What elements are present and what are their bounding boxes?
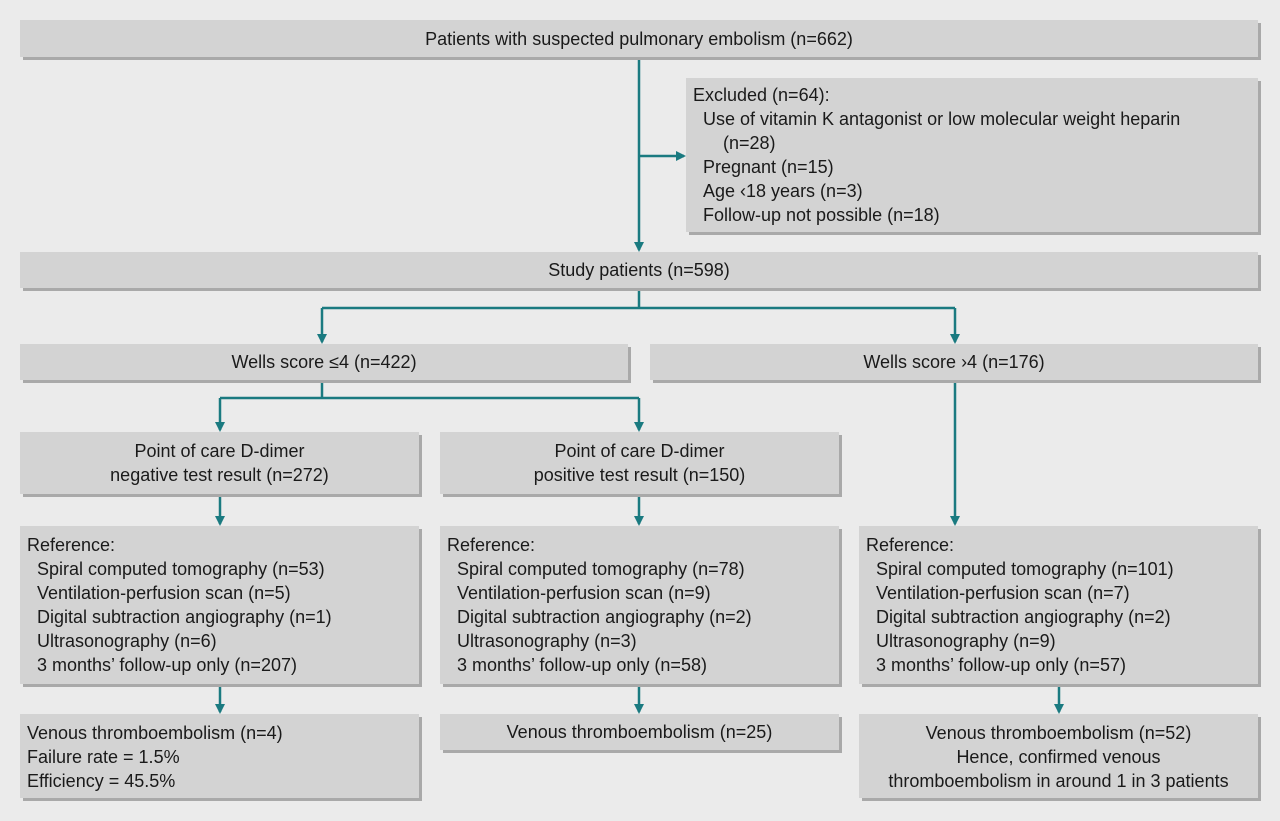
- ref-left-item: Digital subtraction angiography (n=1): [37, 607, 332, 627]
- excluded-title: Excluded (n=64):: [693, 85, 830, 105]
- vte-right-line3: thromboembolism in around 1 in 3 patient…: [888, 771, 1229, 791]
- excluded-item-pregnant: Pregnant (n=15): [703, 157, 834, 177]
- dd-neg-line2: negative test result (n=272): [110, 465, 329, 485]
- ref-left-title: Reference:: [27, 535, 116, 555]
- suspected-pe-label: Patients with suspected pulmonary emboli…: [425, 29, 853, 49]
- box-wells-low: Wells score ≤4 (n=422): [20, 344, 628, 380]
- ref-left-item: Ultrasonography (n=6): [37, 631, 217, 651]
- ref-right-title: Reference:: [866, 535, 955, 555]
- box-vte-mid: Venous thromboembolism (n=25): [440, 714, 839, 750]
- ref-right-item: Ultrasonography (n=9): [876, 631, 1056, 651]
- box-suspected-pe: Patients with suspected pulmonary emboli…: [20, 20, 1258, 57]
- ref-right-item: Digital subtraction angiography (n=2): [876, 607, 1171, 627]
- dd-pos-line2: positive test result (n=150): [533, 465, 746, 485]
- ref-right-item: Ventilation-perfusion scan (n=7): [876, 583, 1130, 603]
- box-reference-right: Reference: Spiral computed tomography (n…: [859, 526, 1258, 684]
- vte-left-line1: Venous thromboembolism (n=4): [27, 723, 283, 743]
- ref-mid-item: Spiral computed tomography (n=78): [457, 559, 745, 579]
- excluded-item-age: Age ​‹18 years (n=3): [703, 181, 863, 201]
- excluded-item-followup: Follow-up not possible (n=18): [703, 205, 940, 225]
- box-ddimer-negative: Point of care D-dimer negative test resu…: [20, 432, 419, 494]
- wells-high-label: Wells score ›4 (n=176): [863, 352, 1045, 372]
- box-wells-high: Wells score ›4 (n=176): [650, 344, 1258, 380]
- box-ddimer-positive: Point of care D-dimer positive test resu…: [440, 432, 839, 494]
- ref-mid-item: Ultrasonography (n=3): [457, 631, 637, 651]
- box-study-patients: Study patients (n=598): [20, 252, 1258, 288]
- box-excluded: Excluded (n=64): Use of vitamin K antago…: [686, 78, 1258, 232]
- ref-mid-item: Ventilation-perfusion scan (n=9): [457, 583, 711, 603]
- ref-left-item: 3 months’ follow-up only (n=207): [37, 655, 297, 675]
- ref-mid-title: Reference:: [447, 535, 536, 555]
- wells-low-label: Wells score ≤4 (n=422): [231, 352, 417, 372]
- dd-pos-line1: Point of care D-dimer: [554, 441, 725, 461]
- vte-right-line2: Hence, confirmed venous: [956, 747, 1161, 767]
- excluded-item-vka-heparin-count: (n=28): [723, 133, 776, 153]
- excluded-item-vka-heparin: Use of vitamin K antagonist or low molec…: [703, 109, 1181, 129]
- ref-right-item: Spiral computed tomography (n=101): [876, 559, 1174, 579]
- ref-right-item: 3 months’ follow-up only (n=57): [876, 655, 1126, 675]
- vte-right-line1: Venous thromboembolism (n=52): [925, 723, 1192, 743]
- vte-mid-label: Venous thromboembolism (n=25): [506, 722, 773, 742]
- ref-left-item: Spiral computed tomography (n=53): [37, 559, 325, 579]
- vte-left-efficiency: Efficiency = 45.5%: [27, 771, 176, 791]
- vte-left-failure-rate: Failure rate = 1.5%: [27, 747, 180, 767]
- ref-left-item: Ventilation-perfusion scan (n=5): [37, 583, 291, 603]
- ref-mid-item: Digital subtraction angiography (n=2): [457, 607, 752, 627]
- box-reference-left: Reference: Spiral computed tomography (n…: [20, 526, 419, 684]
- box-vte-left: Venous thromboembolism (n=4) Failure rat…: [20, 714, 419, 798]
- box-reference-mid: Reference: Spiral computed tomography (n…: [440, 526, 839, 684]
- dd-neg-line1: Point of care D-dimer: [134, 441, 305, 461]
- ref-mid-item: 3 months’ follow-up only (n=58): [457, 655, 707, 675]
- study-patients-label: Study patients (n=598): [548, 260, 730, 280]
- box-vte-right: Venous thromboembolism (n=52) Hence, con…: [859, 714, 1258, 798]
